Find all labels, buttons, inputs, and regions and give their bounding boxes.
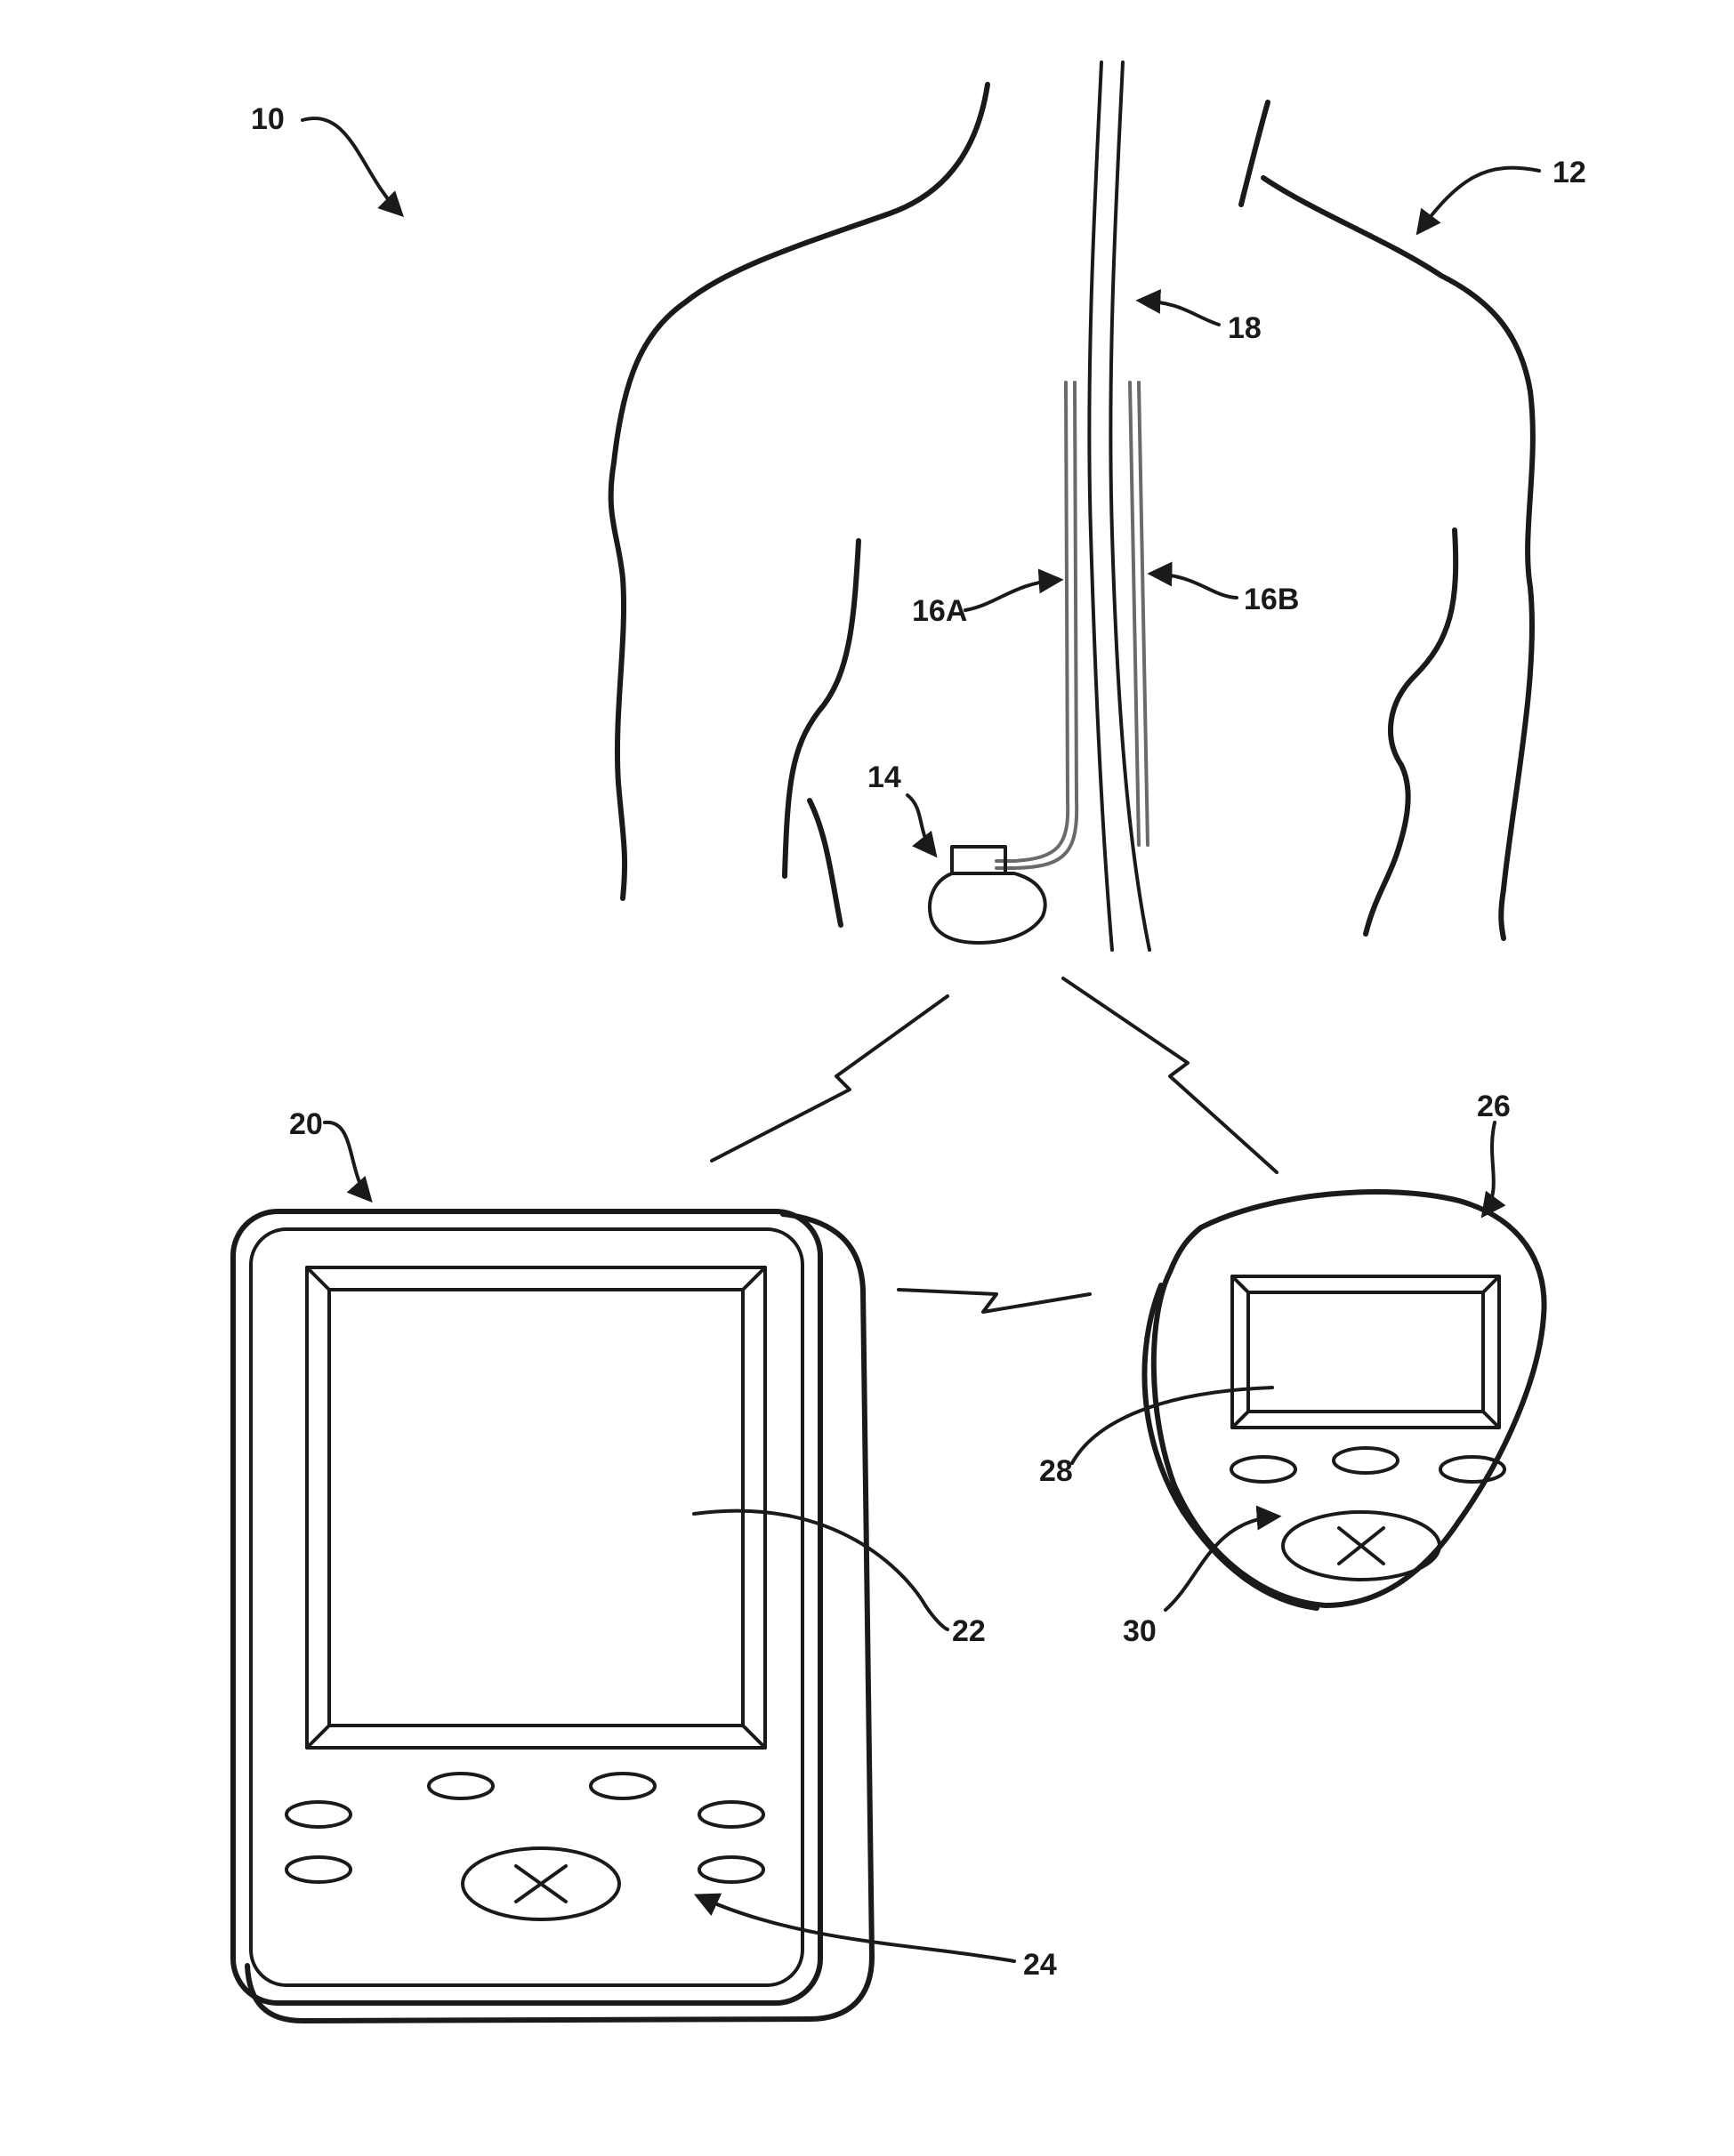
- clinician-key: [699, 1857, 763, 1882]
- telemetry-link-patient: [1063, 978, 1277, 1172]
- leader-10: [302, 118, 400, 213]
- leader-28: [1072, 1388, 1272, 1463]
- leader-12: [1419, 168, 1539, 231]
- patient-torso: [611, 84, 1533, 938]
- label-30: 30: [1123, 1614, 1157, 1648]
- telemetry-link-clinician: [712, 996, 948, 1161]
- leader-16A: [965, 580, 1059, 610]
- lead-16A: [996, 382, 1077, 868]
- reference-leaders: [302, 118, 1539, 1961]
- patient-key: [1440, 1457, 1504, 1482]
- telemetry-link-programmers: [899, 1290, 1090, 1312]
- patient-key: [1334, 1448, 1398, 1473]
- clinician-key: [591, 1774, 655, 1798]
- label-16B: 16B: [1244, 583, 1299, 616]
- telemetry-lightning-bolt-icon: [712, 996, 948, 1161]
- left-arm-inner-contour: [785, 541, 859, 925]
- patient-key: [1231, 1457, 1295, 1482]
- label-20: 20: [289, 1107, 323, 1141]
- clinician-programmer-body: [233, 1211, 820, 2003]
- label-24: 24: [1023, 1948, 1057, 1982]
- torso-left-contour: [611, 84, 988, 898]
- clinician-key: [429, 1774, 493, 1798]
- telemetry-lightning-bolt-icon: [899, 1290, 1090, 1312]
- leader-26: [1484, 1122, 1495, 1214]
- label-10: 10: [251, 102, 285, 136]
- leader-20: [325, 1122, 369, 1199]
- label-22: 22: [952, 1614, 986, 1648]
- patient-programmer: [1144, 1192, 1544, 1608]
- x-cross-icon: [516, 1866, 566, 1902]
- clinician-display: [307, 1267, 765, 1748]
- clinician-key: [286, 1802, 351, 1827]
- label-28: 28: [1039, 1454, 1073, 1488]
- lead-16B: [1130, 382, 1148, 845]
- stimulator-can: [930, 873, 1045, 943]
- clinician-programmer: [233, 1211, 872, 2021]
- label-12: 12: [1553, 156, 1586, 189]
- reference-numerals: 10 12 18 16A 16B 14 20 26 22 24 28 30: [251, 102, 1586, 1982]
- leader-16B: [1152, 574, 1237, 598]
- torso-right-contour: [1241, 102, 1533, 938]
- label-26: 26: [1477, 1090, 1511, 1123]
- leader-30: [1165, 1516, 1277, 1610]
- clinician-keypad: [286, 1774, 763, 1919]
- clinician-key: [699, 1802, 763, 1827]
- label-14: 14: [867, 760, 901, 794]
- clinician-programmer-back-edge: [247, 1214, 872, 2021]
- patient-programmer-body: [1154, 1192, 1544, 1605]
- telemetry-lightning-bolt-icon: [1063, 978, 1277, 1172]
- leader-18: [1141, 301, 1219, 325]
- label-18: 18: [1228, 311, 1262, 345]
- leader-14: [907, 795, 934, 854]
- x-cross-icon: [1339, 1528, 1383, 1564]
- leader-24: [698, 1896, 1014, 1961]
- label-16A: 16A: [912, 594, 967, 628]
- clinician-key: [286, 1857, 351, 1882]
- patient-display: [1232, 1276, 1499, 1428]
- right-arm-inner-contour: [1366, 530, 1456, 934]
